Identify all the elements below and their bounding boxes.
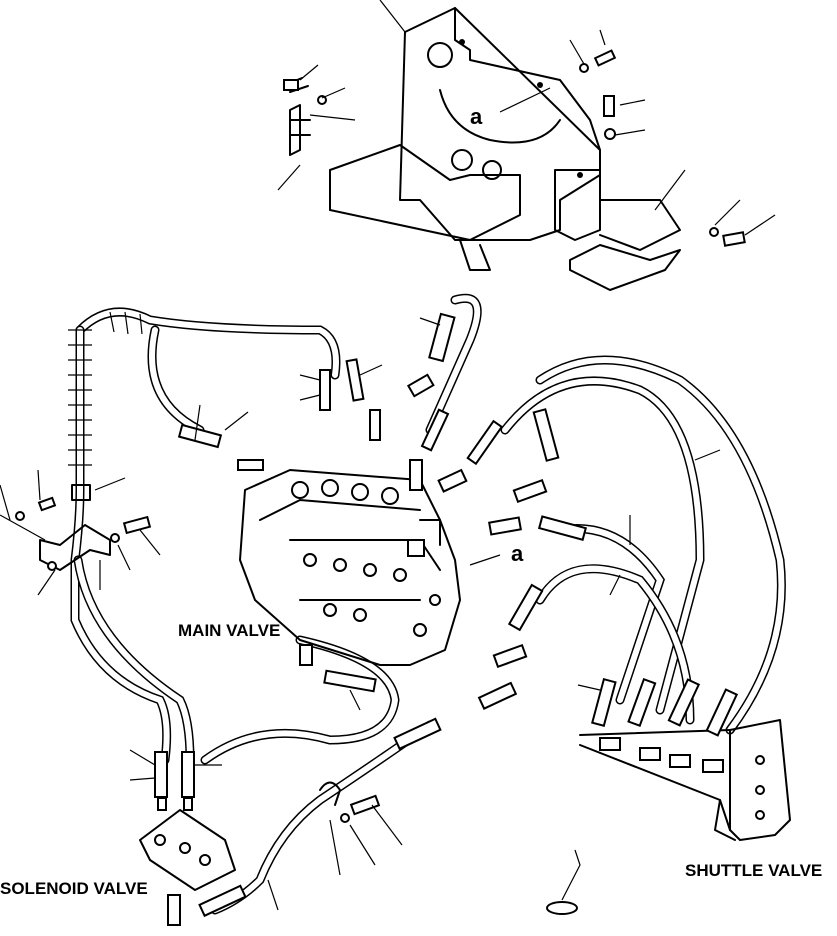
bracket-leader-lines bbox=[277, 0, 776, 236]
lower-leader-lines bbox=[0, 317, 721, 911]
reference-a-leader bbox=[469, 554, 501, 566]
spiral-hose-guard bbox=[68, 311, 143, 466]
reference-a-mid: a bbox=[511, 541, 524, 566]
shuttle-valve-body bbox=[579, 677, 791, 841]
bracket-bolts bbox=[283, 49, 746, 247]
main-valve-body bbox=[239, 469, 461, 666]
hydraulic-hoses bbox=[70, 294, 786, 915]
reference-a-top: a bbox=[470, 104, 483, 129]
valve-fittings bbox=[177, 312, 587, 751]
solenoid-valve-label: SOLENOID VALVE bbox=[0, 879, 148, 898]
hose-clamp-assembly bbox=[15, 484, 152, 571]
shuttle-valve-label: SHUTTLE VALVE bbox=[685, 861, 822, 880]
mounting-bracket bbox=[329, 7, 681, 291]
solenoid-valve-body bbox=[139, 751, 247, 926]
main-valve-label: MAIN VALVE bbox=[178, 621, 280, 640]
lower-clamp-parts bbox=[319, 781, 578, 915]
